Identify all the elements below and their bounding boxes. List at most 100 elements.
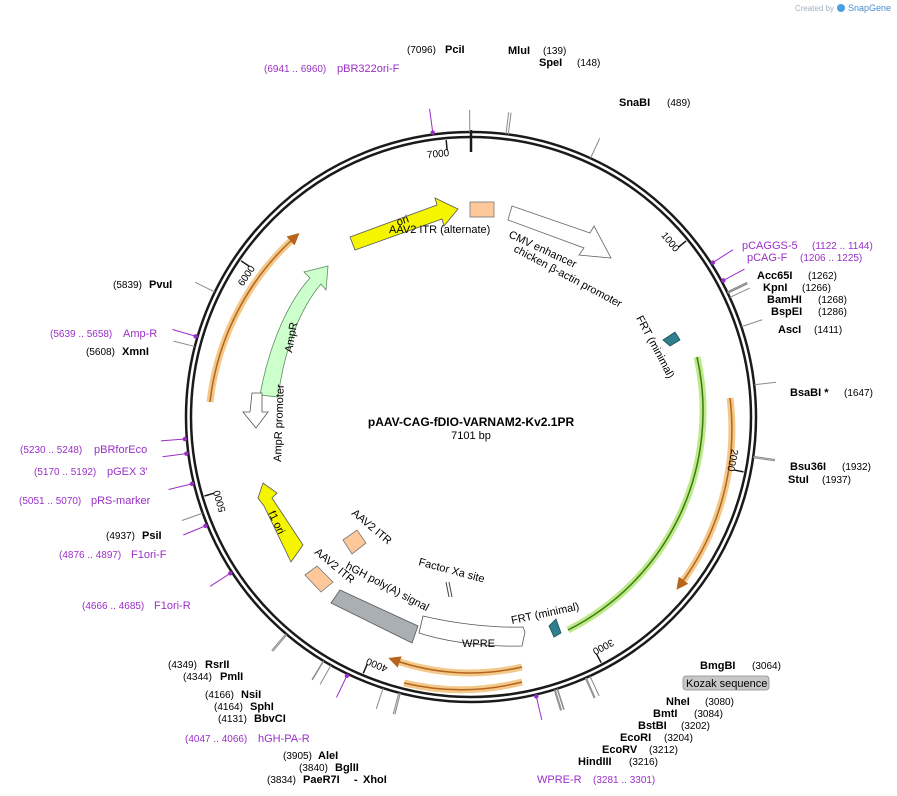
primer-pbr322ori-f: (6941 .. 6960)pBR322ori-F (264, 63, 400, 75)
primer-f1ori-r: (4666 .. 4685)F1ori-R (82, 600, 191, 612)
svg-text:PaeR7I: PaeR7I (303, 774, 340, 786)
site-leader-22 (375, 687, 384, 710)
orf-arc-ampr (209, 232, 300, 403)
site-hindiii: HindIII(3216) (578, 756, 658, 768)
svg-text:(4349): (4349) (168, 660, 197, 671)
wpre-label: WPRE (462, 638, 495, 650)
ori-feature (349, 197, 459, 251)
svg-text:-: - (354, 774, 358, 786)
svg-text:(1262): (1262) (808, 271, 837, 282)
site-leader-5 (727, 282, 748, 294)
credit-brand: SnapGene (847, 3, 891, 13)
site-leader-15 (557, 688, 565, 710)
site-paer7i: (3834)PaeR7I (267, 774, 340, 786)
svg-text:(1932): (1932) (842, 462, 871, 473)
site-acc65i: Acc65I (1262) (757, 270, 837, 282)
svg-text:EcoRI: EcoRI (620, 732, 651, 744)
svg-text:BstBI: BstBI (638, 720, 667, 732)
site-leader-9 (754, 381, 777, 386)
svg-text:BamHI: BamHI (767, 294, 802, 306)
primer-leader-8 (162, 453, 187, 458)
primer-amp-r: (5639 .. 5658)Amp-R (50, 328, 157, 340)
site-leader-21 (392, 692, 400, 715)
svg-text:(4131): (4131) (218, 714, 247, 725)
svg-text:(3281 .. 3301): (3281 .. 3301) (593, 775, 655, 786)
site-leader-14 (584, 677, 595, 699)
svg-text:XhoI: XhoI (363, 774, 387, 786)
site-bspei: BspEI (1286) (771, 306, 847, 318)
f1-ori-label: f1 ori (265, 509, 287, 536)
svg-text:(1647): (1647) (844, 388, 873, 399)
primer-mark-2 (721, 278, 726, 283)
primer-mark-9 (182, 436, 188, 442)
svg-text:(3080): (3080) (705, 697, 734, 708)
svg-text:EcoRV: EcoRV (602, 744, 638, 756)
site-bstbi: BstBI(3202) (638, 720, 710, 732)
plasmid-length: 7101 bp (451, 430, 491, 442)
site-leader-8 (741, 319, 763, 328)
svg-text:StuI: StuI (788, 474, 809, 486)
svg-text:(5608): (5608) (86, 347, 115, 358)
site-leader-4 (726, 281, 748, 293)
tick-mark-5000 (204, 492, 215, 497)
primer-leader-9 (160, 438, 185, 442)
primer-leader-3 (535, 696, 543, 720)
plasmid-name: pAAV-CAG-fDIO-VARNAM2-Kv2.1PR (368, 415, 575, 429)
svg-text:(1411): (1411) (814, 325, 842, 336)
site-leader-30 (194, 281, 216, 293)
f1-ori-feature (257, 482, 304, 563)
site-snabi: SnaBI(489) (619, 97, 690, 109)
svg-text:F1ori-R: F1ori-R (154, 600, 191, 612)
svg-text:(5170 .. 5192): (5170 .. 5192) (34, 467, 96, 478)
svg-text:(1268): (1268) (818, 295, 847, 306)
svg-text:MluI: MluI (508, 45, 530, 57)
site-sphi: (4164)SphI (214, 701, 274, 713)
site-leader-25 (311, 660, 324, 680)
svg-text:AleI: AleI (318, 750, 338, 762)
aav2-itr-alt-feature (469, 201, 495, 218)
primer-pbrforeco: (5230 .. 5248)pBRforEco (20, 444, 147, 456)
site-leader-7 (729, 287, 750, 298)
svg-text:BmgBI: BmgBI (700, 660, 735, 672)
credit-created-by: Created by (794, 3, 834, 13)
frt-minimal-feature-2 (548, 618, 562, 638)
primer-pgex-3: (5170 .. 5192) pGEX 3' (34, 466, 148, 478)
primer-f1ori-f: (4876 .. 4897)F1ori-F (59, 549, 167, 561)
tick-mark-6000 (240, 260, 250, 268)
primer-pcaggs-5: pCAGGS-5(1122 .. 1144) (742, 240, 873, 252)
tick-mark-4000 (362, 663, 368, 674)
site-bsabi: BsaBI * (1647) (790, 387, 873, 399)
svg-text:PmlI: PmlI (220, 671, 243, 683)
svg-text:(148): (148) (577, 58, 600, 69)
svg-text:(5230 .. 5248): (5230 .. 5248) (20, 445, 82, 456)
site-bmti: BmtI(3084) (653, 708, 723, 720)
primer-mark-3 (534, 694, 539, 699)
primer-leader-6 (183, 525, 206, 536)
ampr-feature (259, 265, 329, 398)
ori-label: ori (395, 213, 411, 228)
svg-text:(139): (139) (543, 46, 566, 57)
site-leader-3 (590, 138, 601, 159)
site-leader-10 (753, 455, 776, 460)
primer-mark-10 (193, 334, 198, 339)
svg-text:Acc65I: Acc65I (757, 270, 792, 282)
svg-text:BsaBI *: BsaBI * (790, 387, 829, 399)
aav2-itr-feature-2 (304, 565, 334, 593)
site-leader-11 (753, 457, 775, 462)
svg-text:SphI: SphI (250, 701, 274, 713)
primer-mark-5 (228, 571, 233, 576)
svg-text:BspEI: BspEI (771, 306, 802, 318)
svg-text:pRS-marker: pRS-marker (91, 495, 151, 507)
frt-minimal-label-2: FRT (minimal) (510, 601, 580, 627)
tick-label-4000: 4000 (364, 655, 389, 674)
svg-text:pGEX 3': pGEX 3' (107, 466, 148, 478)
svg-text:pCAGGS-5: pCAGGS-5 (742, 240, 798, 252)
primer-mark-4 (344, 673, 350, 678)
svg-text:(1286): (1286) (818, 307, 847, 318)
site-rsrii: (4349)RsrII (168, 659, 229, 671)
primer-hgh-pa-r: (4047 .. 4066)hGH-PA-R (185, 733, 310, 745)
site-bsu36i: Bsu36I(1932) (790, 461, 871, 473)
svg-text:PsiI: PsiI (142, 530, 162, 542)
site-leader-1 (505, 112, 510, 135)
